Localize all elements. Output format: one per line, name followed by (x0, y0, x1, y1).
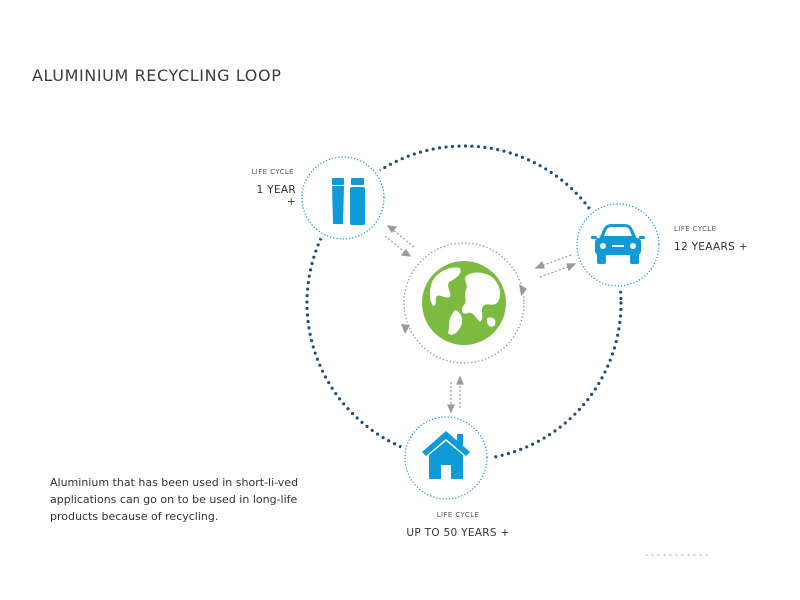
inner-ring-arrowhead (401, 324, 410, 334)
lifecycle-label-automotive: LIFE CYCLE 12 YEAARS + (674, 225, 748, 253)
decorative-dotted-fragment (645, 554, 709, 556)
title-dotted-rule (0, 91, 800, 95)
globe-icon (422, 261, 506, 345)
exchange-arrows-automotive (534, 254, 577, 278)
lifecycle-label-buildings: LIFE CYCLE UP TO 50 YEARS + (400, 511, 516, 539)
exchange-arrows-short-life (384, 225, 415, 257)
beverage-cans-icon (332, 178, 365, 225)
exchange-arrows-buildings (447, 375, 464, 414)
lifecycle-duration: 12 YEAARS + (674, 241, 748, 253)
car-icon (591, 224, 645, 264)
lifecycle-label-short-life: LIFE CYCLE 1 YEAR + (246, 168, 296, 208)
lifecycle-duration: 1 YEAR + (256, 184, 296, 208)
inner-ring-arrowhead (519, 284, 527, 296)
lifecycle-caption: LIFE CYCLE (251, 168, 294, 176)
stage-node-short-life (301, 156, 385, 240)
stage-node-buildings (404, 416, 488, 500)
lifecycle-caption: LIFE CYCLE (674, 225, 717, 233)
house-icon (422, 431, 470, 479)
description-text: Aluminium that has been used in short-li… (50, 476, 299, 523)
lifecycle-duration: UP TO 50 YEARS + (406, 527, 510, 539)
page-title: ALUMINIUM RECYCLING LOOP (32, 66, 282, 85)
stage-node-automotive (576, 203, 660, 287)
lifecycle-caption: LIFE CYCLE (436, 511, 480, 519)
inner-loop-ring (403, 242, 525, 364)
